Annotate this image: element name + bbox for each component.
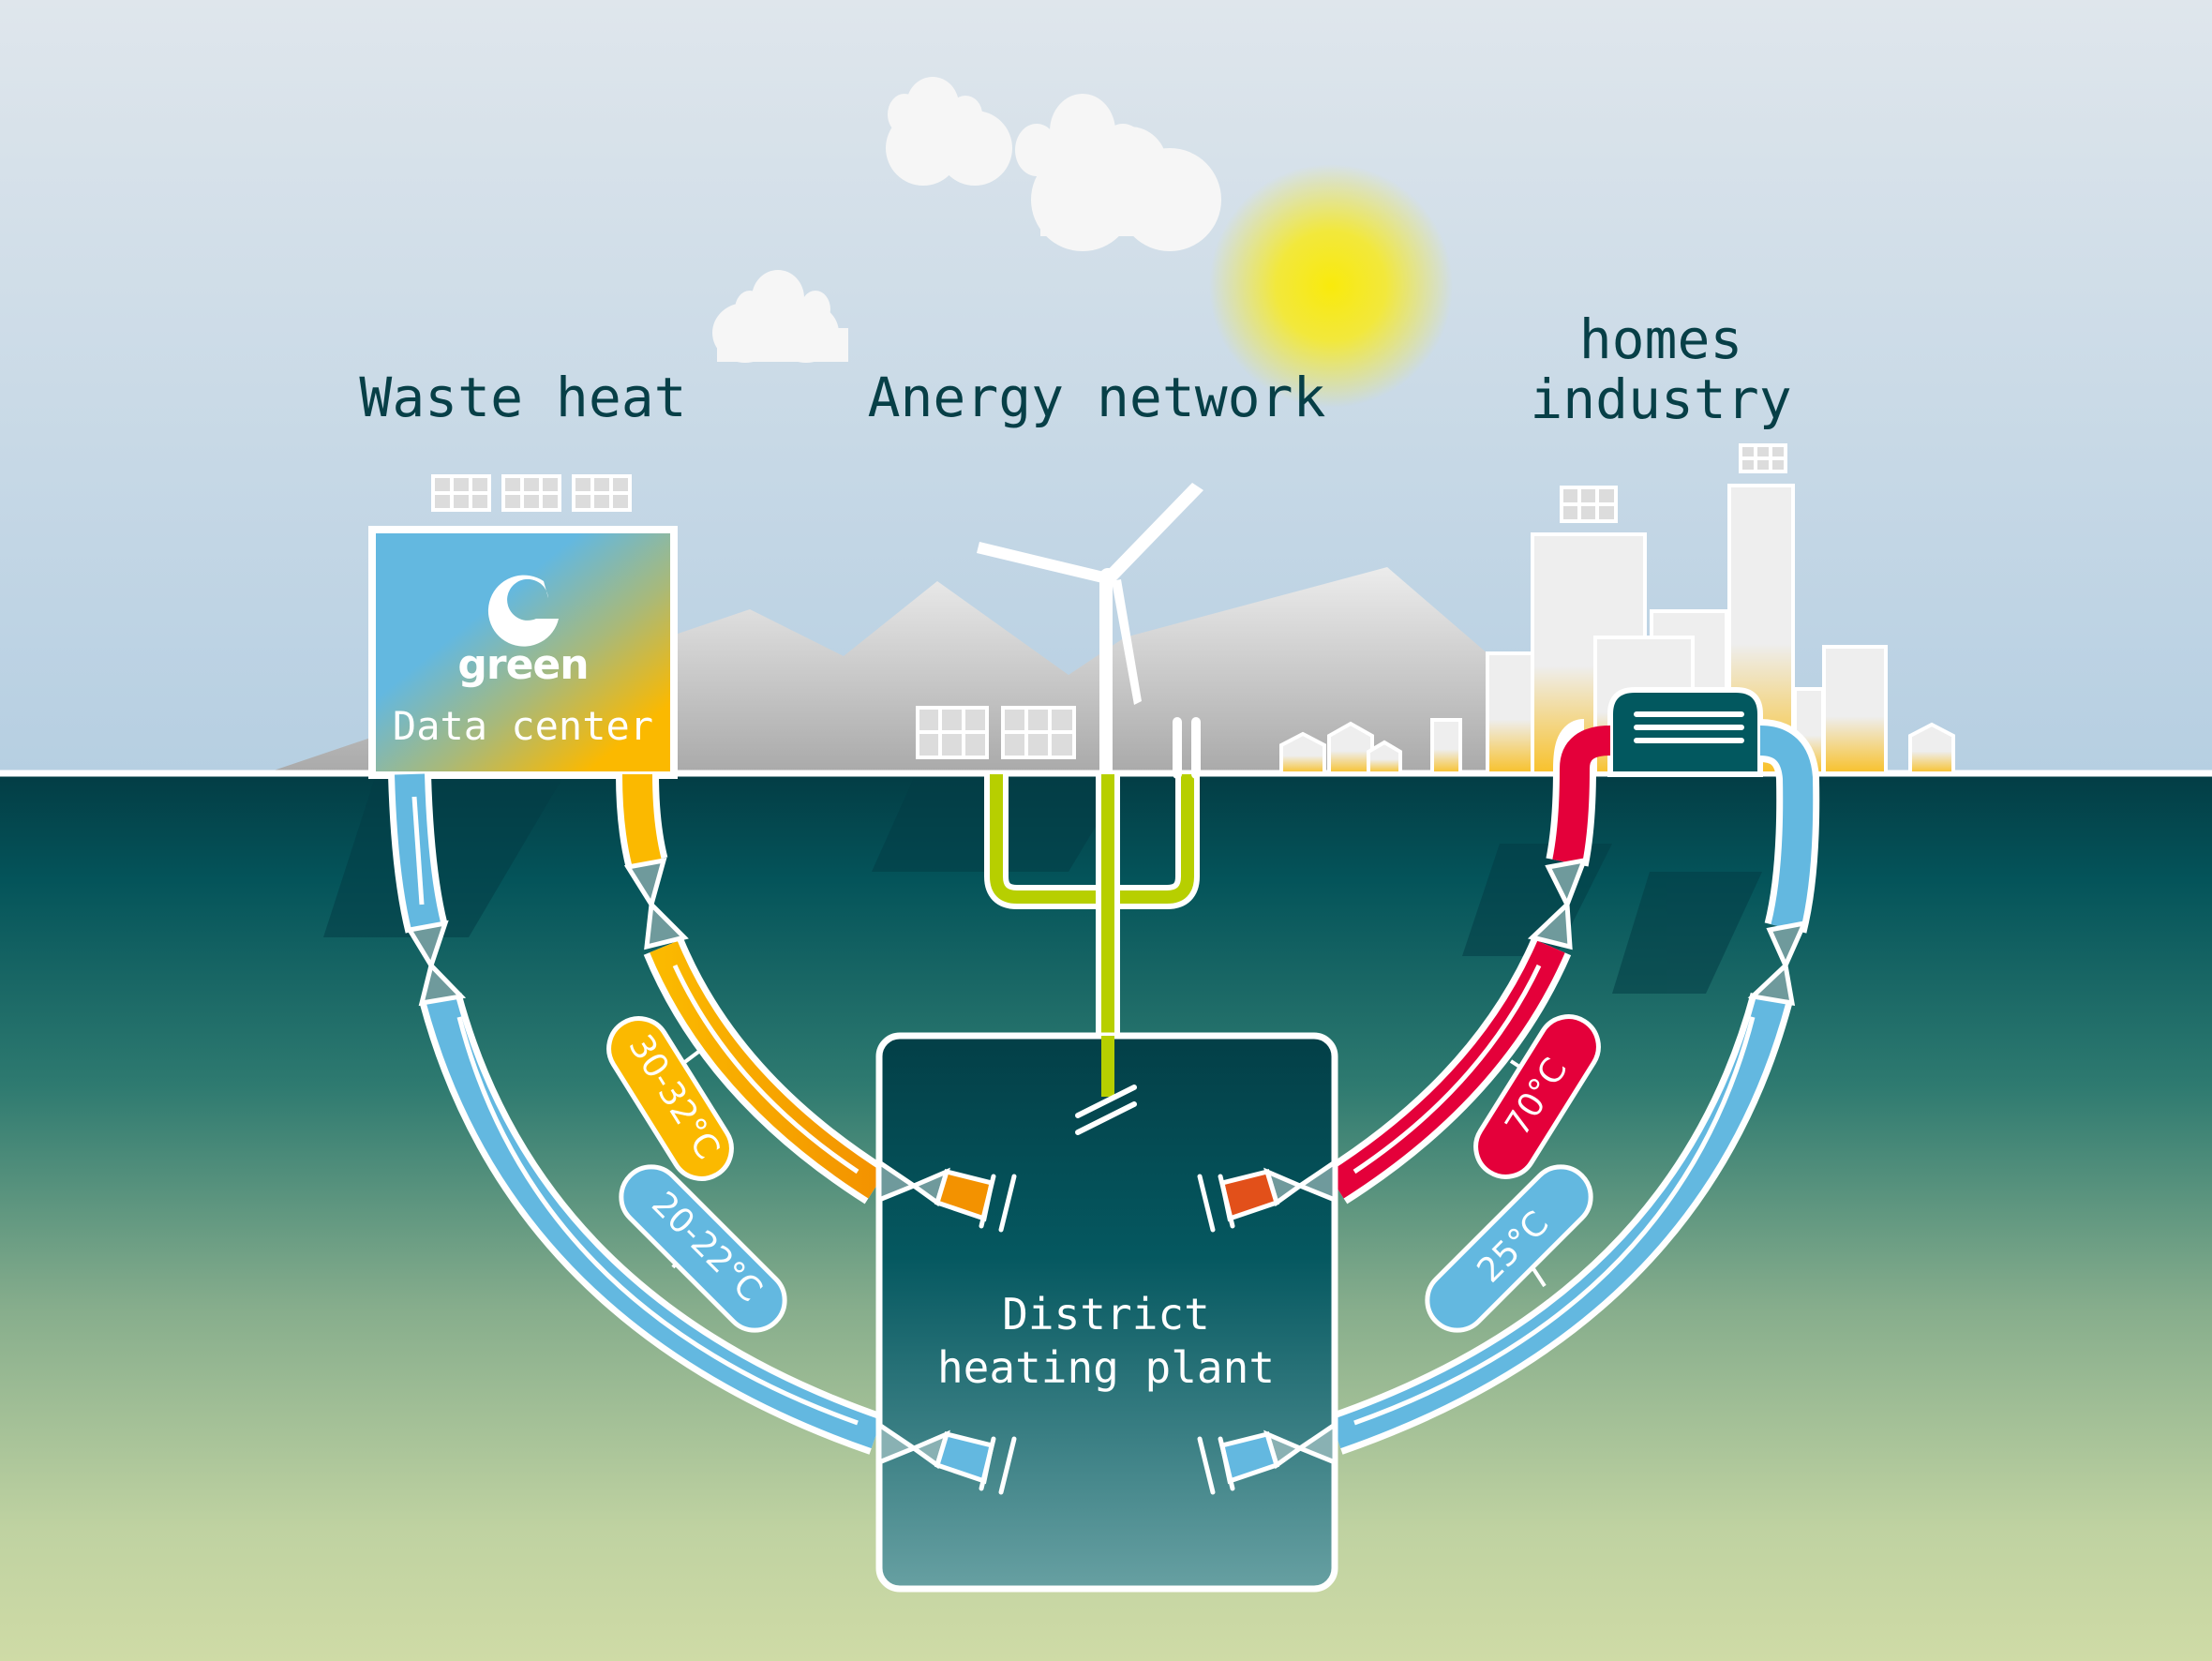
solar-panel-icon <box>1560 443 1787 523</box>
solar-panel-icon <box>431 474 632 512</box>
title-industry: industry <box>1530 367 1792 431</box>
pipe-coupling-icon <box>405 857 1809 1007</box>
title-waste-heat: Waste heat <box>359 366 687 429</box>
temperature-badge <box>1473 1014 1601 1179</box>
solar-panel-icon <box>916 706 1076 759</box>
supply-pipe-consumers <box>1323 719 1611 1205</box>
heat-exchanger-icon <box>1075 1085 1137 1135</box>
data-center-label: Data center <box>392 703 654 749</box>
plant-label-line1: District <box>1002 1289 1210 1339</box>
supply-pipe-waste <box>616 773 889 1205</box>
temperature-badge <box>606 1016 734 1181</box>
wind-turbine-icon <box>977 483 1203 774</box>
sun-icon <box>1209 164 1453 408</box>
cloud-icon <box>712 270 848 363</box>
data-center-brand: green <box>457 641 589 689</box>
heat-exchanger-icon <box>1607 687 1763 777</box>
heat-pump-icon <box>876 1158 1338 1495</box>
temperature-badge <box>1425 1164 1593 1333</box>
title-homes: homes <box>1578 307 1743 371</box>
return-pipe-waste <box>388 773 884 1455</box>
cloud-icon <box>886 77 1012 186</box>
cloud-icon <box>1015 94 1221 251</box>
green-logo-icon <box>487 575 559 647</box>
temperature-badge <box>619 1164 787 1333</box>
title-anergy-network: Anergy network <box>867 366 1326 429</box>
return-pipe-consumers <box>1328 719 1820 1455</box>
plant-label-line2: heating plant <box>936 1342 1276 1393</box>
building-shadow <box>323 778 1762 994</box>
data-center-building <box>368 526 678 779</box>
